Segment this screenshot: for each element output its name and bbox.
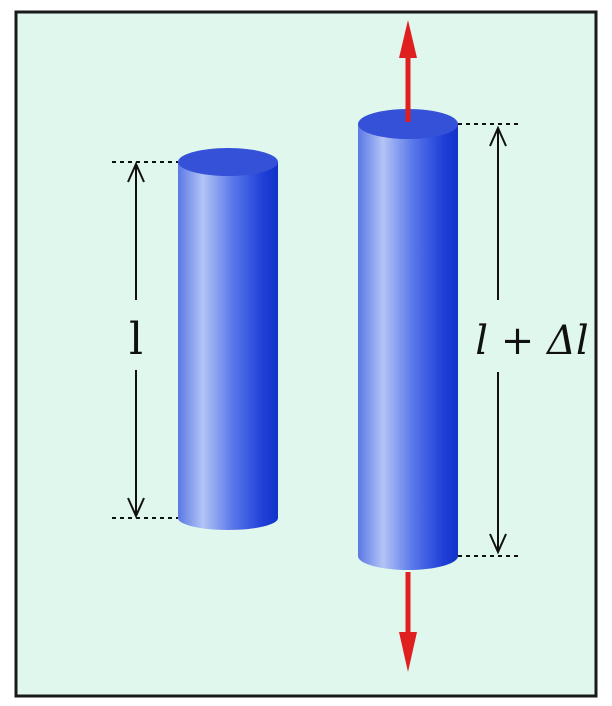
stretched-length-label: l + Δl bbox=[475, 318, 588, 364]
stretched-rod-top bbox=[358, 109, 458, 139]
stretched-rod-bottom bbox=[358, 542, 458, 570]
original-rod-bottom bbox=[178, 506, 278, 530]
original-length-dimension bbox=[112, 161, 178, 519]
force-arrow-up bbox=[399, 20, 417, 122]
original-rod bbox=[178, 148, 278, 530]
original-rod-top bbox=[178, 148, 278, 176]
stretched-rod bbox=[358, 109, 458, 570]
original-length-label: l bbox=[129, 314, 143, 365]
force-arrow-down bbox=[399, 572, 417, 672]
stretched-length-dimension bbox=[458, 123, 520, 557]
diagram-background bbox=[14, 10, 598, 698]
